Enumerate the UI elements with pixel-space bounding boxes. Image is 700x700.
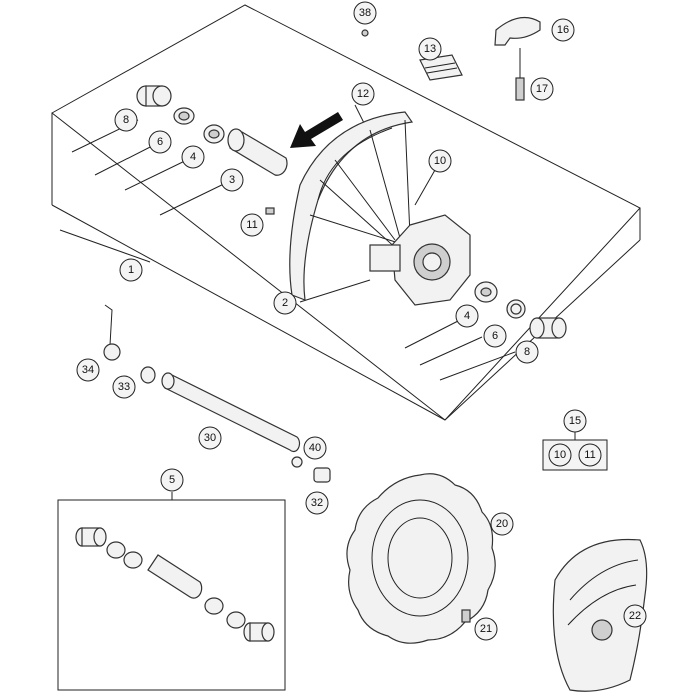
svg-text:40: 40 xyxy=(309,442,321,454)
disc-screw-21 xyxy=(461,609,471,623)
callout-20: 20 xyxy=(490,512,514,536)
wheel-axle-30 xyxy=(161,372,301,453)
screw-38 xyxy=(361,29,369,37)
rotation-direction-arrow xyxy=(290,112,343,148)
bearing-4-left xyxy=(203,124,225,144)
svg-text:6: 6 xyxy=(157,136,163,148)
svg-text:10: 10 xyxy=(554,449,566,461)
callout-13: 13 xyxy=(418,37,442,61)
callout-16: 16 xyxy=(551,18,575,42)
clamp-screw-34 xyxy=(103,304,121,361)
wheel-assembly-frame xyxy=(51,4,641,421)
svg-text:34: 34 xyxy=(82,364,94,376)
callout-30: 30 xyxy=(198,426,222,450)
callout-8-right: 8 xyxy=(515,340,539,364)
svg-text:15: 15 xyxy=(569,415,581,427)
wheel-hub xyxy=(369,214,471,306)
valve-17 xyxy=(515,48,525,101)
bearing-4-right xyxy=(474,281,498,303)
svg-text:21: 21 xyxy=(480,623,492,635)
callout-33: 33 xyxy=(112,375,136,399)
spacer-8-right xyxy=(529,317,567,339)
frame-edge-bottom xyxy=(51,204,446,421)
distance-sleeve-3 xyxy=(227,128,288,176)
svg-text:4: 4 xyxy=(464,310,470,322)
leader-10 xyxy=(414,169,436,206)
leader-4-right xyxy=(404,319,461,349)
callout-15-item-11: 11 xyxy=(578,443,602,467)
svg-text:17: 17 xyxy=(536,83,548,95)
callout-1: 1 xyxy=(119,258,143,282)
leader-1 xyxy=(59,229,151,263)
callout-2: 2 xyxy=(273,291,297,315)
leader-6-right xyxy=(419,336,483,366)
spacer-8-left xyxy=(136,85,172,107)
repair-kit-parts xyxy=(75,527,275,642)
leader-2 xyxy=(299,279,371,303)
seal-6-right xyxy=(506,299,526,319)
spokes xyxy=(309,119,411,251)
brake-disc-guard-22 xyxy=(552,538,648,692)
brake-disc-20 xyxy=(346,473,496,644)
svg-text:32: 32 xyxy=(311,497,323,509)
svg-text:30: 30 xyxy=(204,432,216,444)
callout-40: 40 xyxy=(303,436,327,460)
svg-text:5: 5 xyxy=(169,474,175,486)
svg-text:2: 2 xyxy=(282,297,288,309)
leader-6-left xyxy=(94,141,161,176)
svg-text:6: 6 xyxy=(492,330,498,342)
svg-text:3: 3 xyxy=(229,174,235,186)
svg-text:11: 11 xyxy=(246,219,257,231)
callout-11: 11 xyxy=(240,213,264,237)
callout-4-right: 4 xyxy=(455,304,479,328)
callout-22: 22 xyxy=(623,604,647,628)
callout-34: 34 xyxy=(76,358,100,382)
svg-text:12: 12 xyxy=(357,88,369,100)
callout-10: 10 xyxy=(428,149,452,173)
callout-15-item-10: 10 xyxy=(548,443,572,467)
callout-38: 38 xyxy=(353,1,377,25)
svg-text:10: 10 xyxy=(434,155,446,167)
washer-40 xyxy=(291,456,303,468)
callout-8-left: 8 xyxy=(114,108,138,132)
svg-text:8: 8 xyxy=(524,346,530,358)
svg-text:22: 22 xyxy=(629,610,641,622)
svg-text:1: 1 xyxy=(128,264,134,276)
svg-text:8: 8 xyxy=(123,114,129,126)
nut-32 xyxy=(313,467,331,483)
valve-cap-16 xyxy=(494,16,541,46)
rim-2 xyxy=(289,111,414,301)
svg-text:38: 38 xyxy=(359,7,371,19)
sticker-13 xyxy=(419,54,463,81)
svg-text:4: 4 xyxy=(190,151,196,163)
callout-5: 5 xyxy=(160,468,184,492)
callout-3: 3 xyxy=(220,168,244,192)
seal-6-left xyxy=(173,107,195,125)
callout-15: 15 xyxy=(563,409,587,433)
spacer-33 xyxy=(140,366,156,384)
spoke-nipple-11 xyxy=(265,207,275,215)
svg-text:33: 33 xyxy=(118,381,130,393)
svg-text:11: 11 xyxy=(584,449,595,461)
callout-6-left: 6 xyxy=(148,130,172,154)
callout-32: 32 xyxy=(305,491,329,515)
leader-4-left xyxy=(124,156,194,191)
leader-3-left xyxy=(159,179,233,216)
svg-text:20: 20 xyxy=(496,518,508,530)
leader-8-right xyxy=(439,351,516,381)
callout-17: 17 xyxy=(530,77,554,101)
callout-12: 12 xyxy=(351,82,375,106)
svg-text:16: 16 xyxy=(557,24,569,36)
svg-text:13: 13 xyxy=(424,43,436,55)
callout-6-right: 6 xyxy=(483,324,507,348)
callout-4-left: 4 xyxy=(181,145,205,169)
callout-21: 21 xyxy=(474,617,498,641)
